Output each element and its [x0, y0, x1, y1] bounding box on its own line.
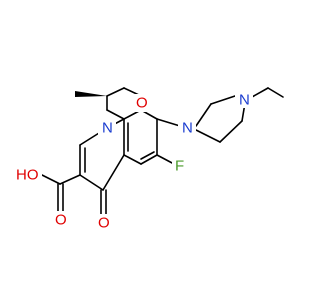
bond [106, 109, 125, 120]
atom-background [172, 157, 188, 175]
atom-nitrogen-piperazine-1: N [182, 120, 193, 137]
bond [41, 174, 61, 185]
atom-oxygen-acid: O [55, 212, 67, 229]
atom-oxygen-ring: O [136, 95, 148, 112]
bond [140, 154, 158, 165]
atom-background [95, 214, 113, 232]
bond [123, 154, 142, 165]
atom-nitrogen-piperazine-2: N [239, 92, 250, 109]
atom-nitrogen-ring: N [102, 120, 113, 137]
atom-background [235, 90, 253, 108]
bond [195, 129, 221, 143]
bond [251, 87, 269, 98]
bond [267, 87, 284, 98]
bond [219, 120, 243, 143]
atom-background [178, 118, 196, 136]
atom-background [98, 119, 116, 137]
atom-background [131, 94, 151, 112]
atom-background [52, 211, 70, 229]
atom-background [14, 166, 42, 184]
atom-oxygen-ketone: O [98, 215, 110, 232]
bond [195, 103, 212, 127]
bond [156, 118, 181, 127]
atom-hydroxyl: HO [16, 167, 39, 184]
structure-drawing: O N N N F HO O O [14, 87, 284, 232]
wedge-bond [75, 91, 107, 97]
atom-fluorine: F [175, 158, 184, 175]
bond [156, 154, 175, 165]
bond [102, 154, 125, 191]
bond [106, 87, 125, 97]
molecule-diagram: O N N N F HO O O [14, 87, 284, 232]
bond [210, 95, 236, 105]
bond [79, 174, 104, 191]
bond [59, 174, 81, 185]
bond [140, 151, 155, 160]
